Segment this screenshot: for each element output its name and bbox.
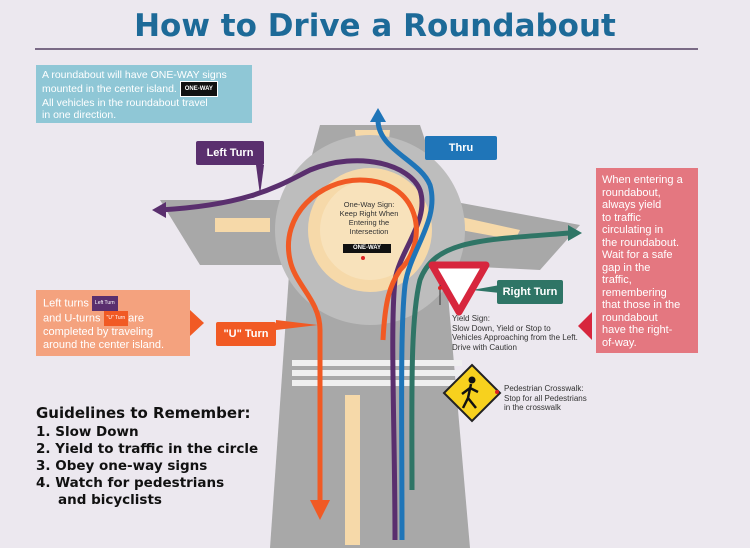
crosswalk-note-line: in the crosswalk <box>504 403 561 412</box>
yield-info-line: have the right- <box>602 324 673 336</box>
pedestrian-crossing-icon <box>442 363 502 423</box>
page-title: How to Drive a Roundabout <box>134 8 616 44</box>
yield-sign-note: Yield Sign: Slow Down, Yield or Stop to … <box>452 314 578 352</box>
left-info-line: Left turns <box>43 297 89 310</box>
oneway-info-line: in one direction. <box>42 109 117 121</box>
yield-info-line: that those in the <box>602 299 681 311</box>
left-info-line: are <box>128 312 145 325</box>
oneway-mini-sign: ONE-WAY <box>179 81 218 97</box>
yield-info-line: traffic, <box>602 274 632 286</box>
guideline-item: 3. Obey one-way signs <box>36 458 208 474</box>
left-info-pointer <box>190 310 204 336</box>
right-turn-label: Right Turn <box>497 280 563 304</box>
left-info-line: completed by traveling <box>43 326 154 338</box>
right-turn-path <box>409 230 571 491</box>
yield-note-line: Vehicles Approaching from the Left. <box>452 333 578 342</box>
yield-info-line: of-way. <box>602 336 637 349</box>
yield-sign-icon <box>428 261 490 316</box>
yield-info-pointer <box>578 312 592 340</box>
yield-info-line: the roundabout. <box>602 236 680 249</box>
center-island-note: One-Way Sign: Keep Right When Entering t… <box>339 200 399 236</box>
right-turn-pointer <box>472 285 500 293</box>
u-turn-path <box>286 177 419 505</box>
yield-info-box: When entering a roundabout, always yield… <box>596 168 698 353</box>
crosswalk-note-line: Stop for all Pedestrians <box>504 393 587 403</box>
yield-note-line: Slow Down, Yield or Stop to <box>452 323 551 333</box>
yield-info-line: roundabout, <box>602 186 661 199</box>
crosswalk-note: Pedestrian Crosswalk: Stop for all Pedes… <box>504 384 587 413</box>
left-info-line: and U-turns <box>43 312 101 325</box>
yield-info-line: always yield <box>602 199 662 211</box>
yield-info-line: circulating in <box>602 224 664 236</box>
yield-info-line: gap in the <box>602 261 651 274</box>
yield-info-line: Wait for a safe <box>602 249 673 261</box>
title-divider <box>35 48 698 50</box>
yield-info-line: When entering a <box>602 174 683 186</box>
oneway-info-box: A roundabout will have ONE-WAY signs mou… <box>36 65 252 123</box>
left-turn-tag: Left Turn <box>91 296 118 311</box>
yield-note-line: Drive with Caution <box>452 342 517 352</box>
guidelines-heading: Guidelines to Remember: <box>36 404 251 422</box>
guidelines-section: Guidelines to Remember: 1. Slow Down 2. … <box>36 404 258 509</box>
left-info-line: around the center island. <box>43 339 165 351</box>
oneway-info-line: A roundabout will have ONE-WAY signs <box>42 69 227 81</box>
oneway-info-line: mounted in the center island. <box>42 82 177 95</box>
thru-label: Thru <box>425 136 497 160</box>
u-turn-pointer <box>276 320 318 330</box>
left-turn-label: Left Turn <box>196 141 264 165</box>
left-uturn-info-box: Left turns Left Turn and U-turns "U" Tur… <box>36 290 190 356</box>
guideline-item: 1. Slow Down <box>36 424 139 440</box>
left-turn-path <box>159 158 425 541</box>
oneway-sign: ONE-WAY <box>343 244 391 253</box>
yield-info-line: to traffic <box>602 211 641 224</box>
guideline-item: 2. Yield to traffic in the circle <box>36 441 259 457</box>
left-turn-pointer <box>256 165 264 195</box>
guideline-item-continued: and bicyclists <box>58 492 162 508</box>
guideline-item: 4. Watch for pedestrians <box>36 475 225 491</box>
yield-info-line: roundabout <box>602 311 658 324</box>
crosswalk-note-line: Pedestrian Crosswalk: <box>504 384 584 393</box>
yield-note-line: Yield Sign: <box>452 314 490 323</box>
thru-path <box>375 119 435 541</box>
u-turn-label: "U" Turn <box>216 322 276 346</box>
u-turn-tag: "U" Turn <box>103 311 129 326</box>
yield-info-line: remembering <box>602 286 667 299</box>
oneway-info-line: All vehicles in the roundabout travel <box>42 97 208 109</box>
